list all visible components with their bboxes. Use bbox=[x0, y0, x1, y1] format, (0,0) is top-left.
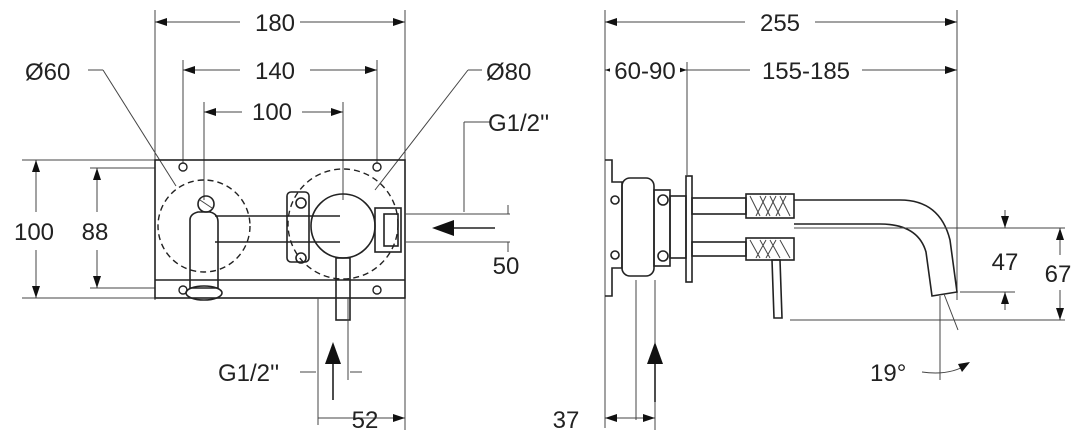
dimension-label: 100 bbox=[252, 99, 292, 126]
side-view: 255 60-90 155-185 bbox=[553, 10, 1072, 434]
leader-diameter-large: Ø80 bbox=[374, 59, 531, 191]
wall-body bbox=[605, 159, 693, 297]
mounting-hole bbox=[372, 285, 382, 295]
dimension-label: Ø80 bbox=[486, 59, 531, 86]
dimension-wall-depth: 60-90 bbox=[605, 54, 687, 85]
bore-circle-small bbox=[157, 179, 251, 273]
inlet-arrow-bottom: G1/2'' 52 bbox=[218, 298, 406, 434]
dimension-spout-reach: 155-185 bbox=[687, 54, 957, 85]
dimension-spout-height: 67 bbox=[1045, 228, 1072, 320]
dimension-label: 255 bbox=[760, 10, 800, 37]
dimension-label: 37 bbox=[553, 407, 580, 434]
dimension-label: 155-185 bbox=[762, 58, 850, 85]
thread-label: G1/2'' bbox=[488, 110, 549, 137]
dimension-label: 47 bbox=[992, 249, 1019, 276]
dimension-label: 100 bbox=[14, 219, 54, 246]
dimension-label: 67 bbox=[1045, 261, 1072, 288]
dimension-width-overall: 180 bbox=[155, 10, 405, 37]
spout-front bbox=[185, 195, 223, 301]
dimension-label: 180 bbox=[255, 10, 295, 37]
dimension-width-mount: 140 bbox=[183, 58, 377, 85]
inlet-arrow-side: G1/2'' 50 bbox=[405, 110, 549, 280]
dimension-label: 52 bbox=[352, 407, 379, 434]
mounting-hole bbox=[178, 162, 188, 172]
front-view: 180 140 100 Ø60 Ø80 bbox=[14, 10, 549, 434]
dimension-label: 19° bbox=[870, 360, 906, 387]
dimension-label: 50 bbox=[493, 253, 520, 280]
dimension-spacing: 100 bbox=[204, 99, 343, 126]
dimension-label: 140 bbox=[255, 58, 295, 85]
dimension-spout-angle: 19° bbox=[870, 296, 970, 387]
dimension-height-overall: 100 bbox=[14, 160, 54, 298]
dimension-label: 60-90 bbox=[614, 58, 675, 85]
spout-side bbox=[691, 193, 959, 331]
mounting-plate bbox=[154, 159, 406, 299]
handle-side bbox=[691, 237, 795, 319]
handle-knob bbox=[295, 193, 376, 321]
dimension-label: 88 bbox=[82, 219, 109, 246]
inlet-arrow-side-view: 37 bbox=[553, 280, 663, 434]
dimension-spout-drop: 47 bbox=[992, 210, 1019, 310]
leader-diameter-small: Ø60 bbox=[25, 59, 177, 187]
mounting-hole bbox=[372, 162, 382, 172]
dimension-length-overall: 255 bbox=[605, 10, 957, 37]
dimension-label: Ø60 bbox=[25, 59, 70, 86]
dimension-height-mount: 88 bbox=[82, 168, 109, 288]
thread-label: G1/2'' bbox=[218, 360, 279, 387]
